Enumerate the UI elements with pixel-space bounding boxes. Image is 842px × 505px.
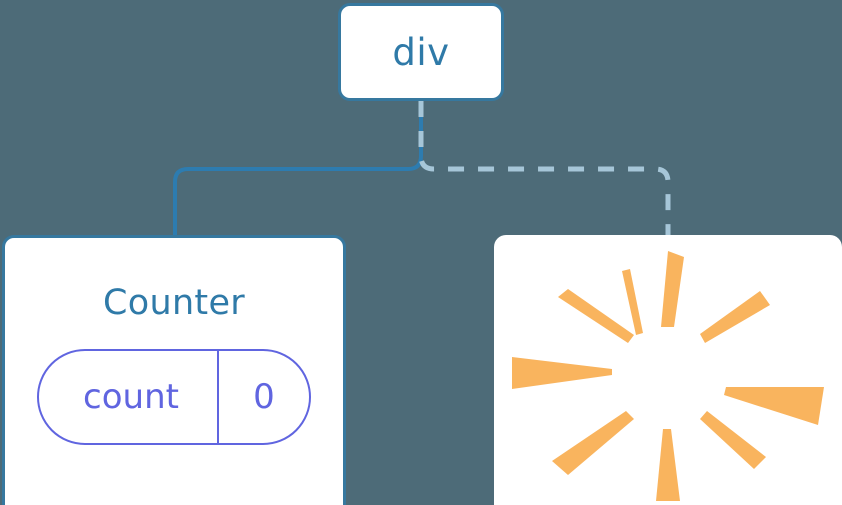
edge-div-to-burst [418,101,671,237]
burst-ray-nnw [622,269,643,335]
burst-ray-ne [700,291,770,343]
node-counter-label: Counter [103,283,245,323]
node-updated-highlight[interactable] [494,235,842,505]
burst-spark-icon [512,251,824,501]
burst-ray-w [512,357,612,389]
edge-div-to-counter [173,99,423,239]
burst-ray-se [700,411,766,469]
state-pill-count[interactable]: count 0 [37,349,311,445]
state-pill-divider [217,351,219,443]
node-div-label: div [392,30,450,74]
burst-ray-s [656,429,680,501]
burst-ray-sw [552,411,634,475]
state-pill-key: count [83,377,179,417]
burst-ray-nw [558,289,634,343]
state-pill-value: 0 [253,377,275,417]
burst-ray-e [724,387,824,425]
burst-ray-n [661,251,684,327]
node-div[interactable]: div [338,3,504,101]
node-counter[interactable]: Counter count 0 [2,235,346,505]
